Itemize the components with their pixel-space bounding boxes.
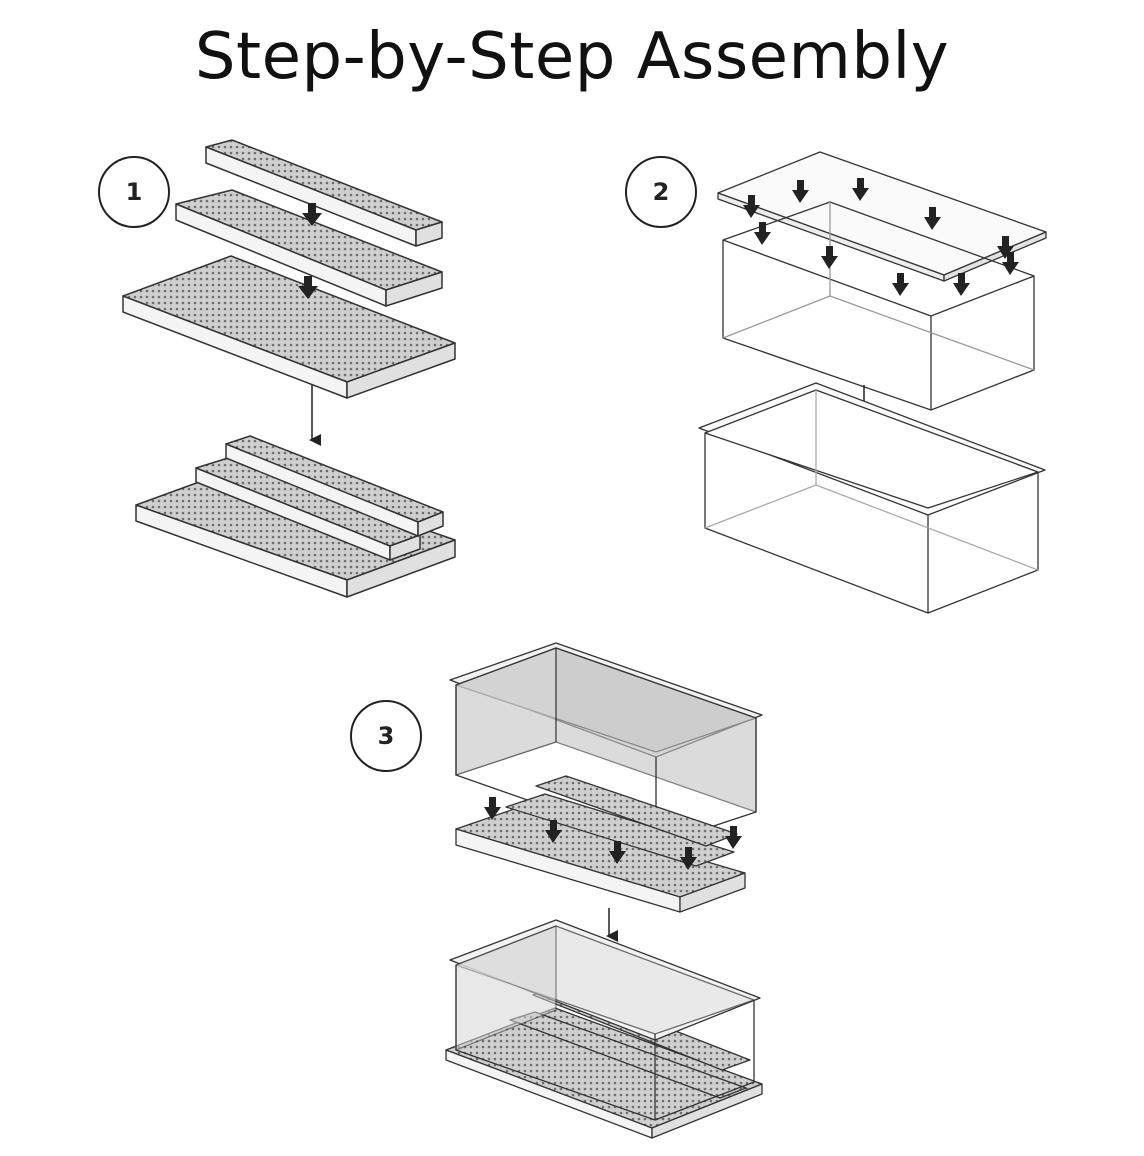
down-arrow-icon bbox=[484, 797, 742, 870]
page-title: Step-by-Step Assembly bbox=[194, 20, 950, 94]
step-riser bbox=[455, 775, 746, 913]
step-2-illustration bbox=[698, 151, 1047, 614]
step-1-number: 1 bbox=[125, 178, 143, 206]
step-1-illustration bbox=[122, 139, 456, 598]
step-2-number: 2 bbox=[652, 178, 670, 206]
lid-panel bbox=[717, 151, 1047, 282]
assembled-box bbox=[698, 382, 1046, 614]
down-arrow-icon bbox=[298, 276, 318, 299]
down-arrow-icon bbox=[743, 178, 1019, 296]
down-arrow-icon bbox=[302, 203, 322, 226]
step-2-badge: 2 bbox=[625, 156, 697, 228]
final-assembly bbox=[445, 919, 763, 1139]
box-walls bbox=[722, 201, 1035, 411]
base-mesh-plate bbox=[122, 255, 456, 399]
step-3-number: 3 bbox=[377, 722, 395, 750]
enclosure bbox=[449, 642, 763, 846]
step-3-illustration bbox=[445, 642, 763, 1139]
step-1-badge: 1 bbox=[98, 156, 170, 228]
step-3-badge: 3 bbox=[350, 700, 422, 772]
assembled-step-riser bbox=[135, 435, 456, 598]
top-step-strip bbox=[205, 139, 443, 247]
middle-step-strip bbox=[175, 189, 443, 307]
